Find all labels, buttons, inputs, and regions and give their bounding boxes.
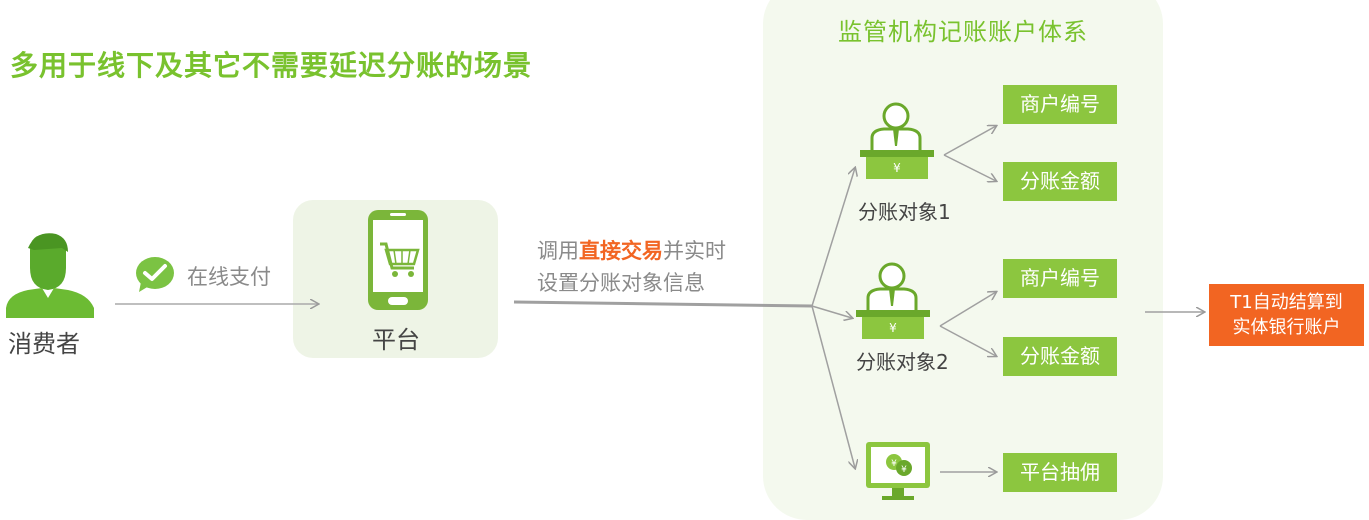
arrow-t1-amount [943, 154, 996, 181]
api-call-prefix: 调用 [537, 239, 579, 263]
line-platform-fan [513, 300, 813, 308]
api-call-highlight: 直接交易 [579, 239, 663, 263]
payment-label: 在线支付 [187, 265, 271, 289]
target-1-merchant-id: 商户编号 [1003, 85, 1117, 124]
platform-commission: 平台抽佣 [1003, 453, 1117, 492]
target-2-merchant-id: 商户编号 [1003, 259, 1117, 298]
settlement-line1: T1自动结算到 [1230, 292, 1343, 313]
target-1-label: 分账对象1 [858, 200, 951, 224]
wechat-pay-icon [136, 257, 174, 292]
api-call-line1: 调用直接交易并实时 [537, 236, 726, 267]
settlement-line2: 实体银行账户 [1232, 317, 1341, 338]
monitor-coins-icon: ¥ ¥ [866, 442, 930, 500]
api-call-line2: 设置分账对象信息 [537, 271, 705, 295]
arrow-t2-merchant [939, 292, 996, 327]
api-call-suffix: 并实时 [663, 239, 726, 263]
target-1-person-icon: ¥ [860, 102, 934, 179]
arrow-fan-target1 [811, 168, 855, 307]
arrow-t2-amount [939, 325, 996, 356]
target-2-person-icon: ¥ [856, 262, 930, 339]
target-1-currency: ¥ [893, 161, 901, 175]
target-2-currency: ¥ [889, 321, 897, 335]
svg-text:¥: ¥ [901, 465, 907, 475]
arrow-fan-commission [811, 305, 855, 468]
settlement-box: T1自动结算到 实体银行账户 [1209, 284, 1364, 346]
target-2-label: 分账对象2 [856, 350, 949, 374]
platform-label: 平台 [372, 326, 420, 354]
arrow-fan-target2 [811, 305, 852, 318]
target-1-amount: 分账金额 [1003, 162, 1117, 201]
phone-cart-icon [368, 210, 428, 310]
consumer-label: 消费者 [8, 330, 80, 358]
consumer-icon [6, 233, 94, 318]
regulator-title: 监管机构记账账户体系 [838, 18, 1088, 46]
target-2-amount: 分账金额 [1003, 337, 1117, 376]
svg-text:¥: ¥ [891, 459, 897, 469]
arrow-t1-merchant [943, 126, 996, 156]
headline: 多用于线下及其它不需要延迟分账的场景 [10, 49, 533, 82]
